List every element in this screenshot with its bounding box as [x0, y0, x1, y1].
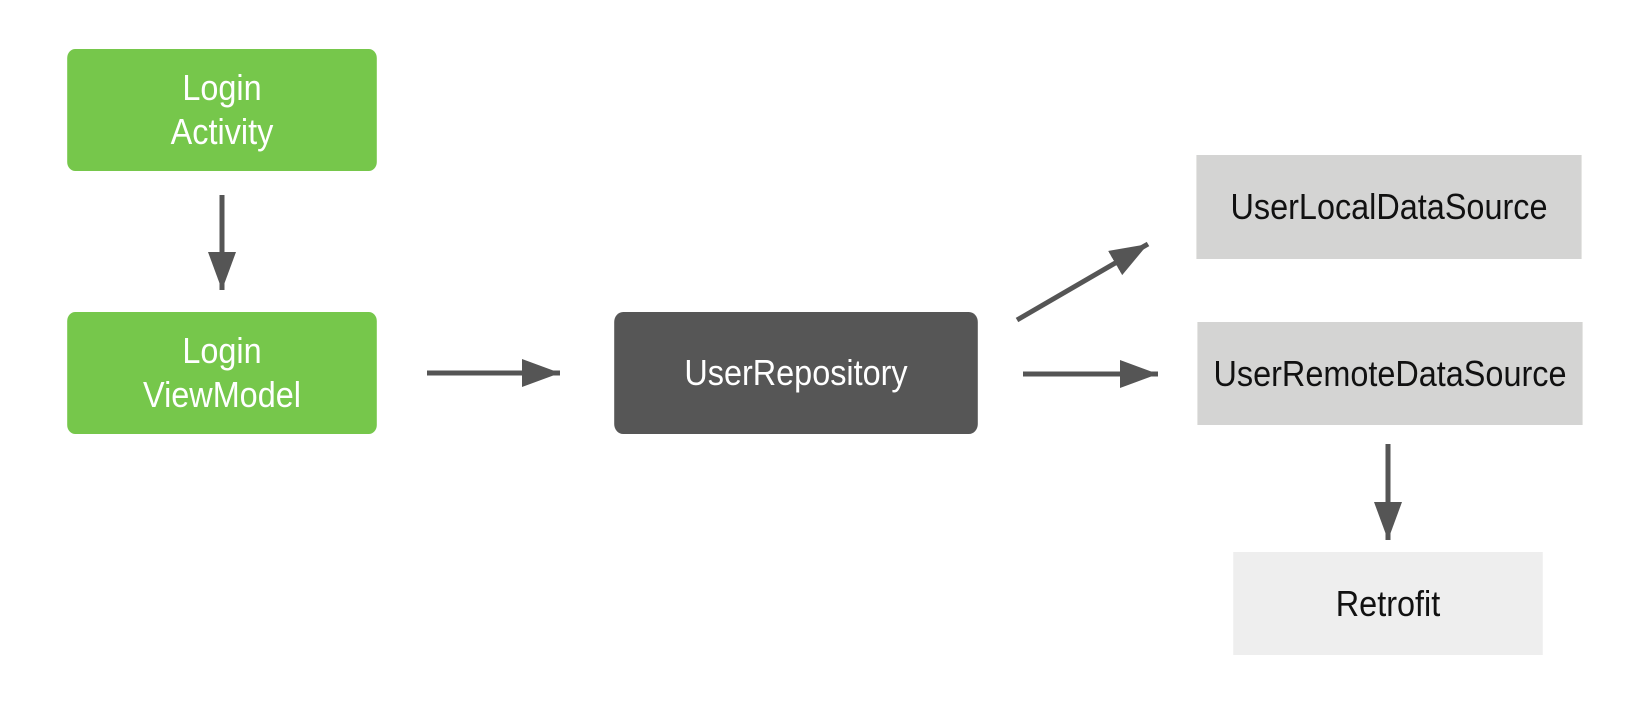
user-local-data-source-label: UserLocalDataSource — [1230, 186, 1548, 227]
user-local-data-source-node: UserLocalDataSource — [1196, 155, 1582, 259]
retrofit-label: Retrofit — [1335, 582, 1441, 624]
user-remote-data-source-node: UserRemoteDataSource — [1197, 322, 1583, 425]
user-remote-data-source-label: UserRemoteDataSource — [1213, 352, 1567, 394]
user-repository-label: UserRepository — [684, 352, 908, 393]
login-activity-label: Login Activity — [170, 67, 274, 152]
arrow-repository-to-local — [1015, 241, 1150, 323]
login-viewmodel-label: Login ViewModel — [143, 330, 301, 415]
retrofit-node: Retrofit — [1233, 552, 1543, 655]
login-viewmodel-node: Login ViewModel — [67, 312, 377, 434]
user-repository-node: UserRepository — [614, 312, 978, 434]
login-activity-node: Login Activity — [67, 49, 377, 171]
